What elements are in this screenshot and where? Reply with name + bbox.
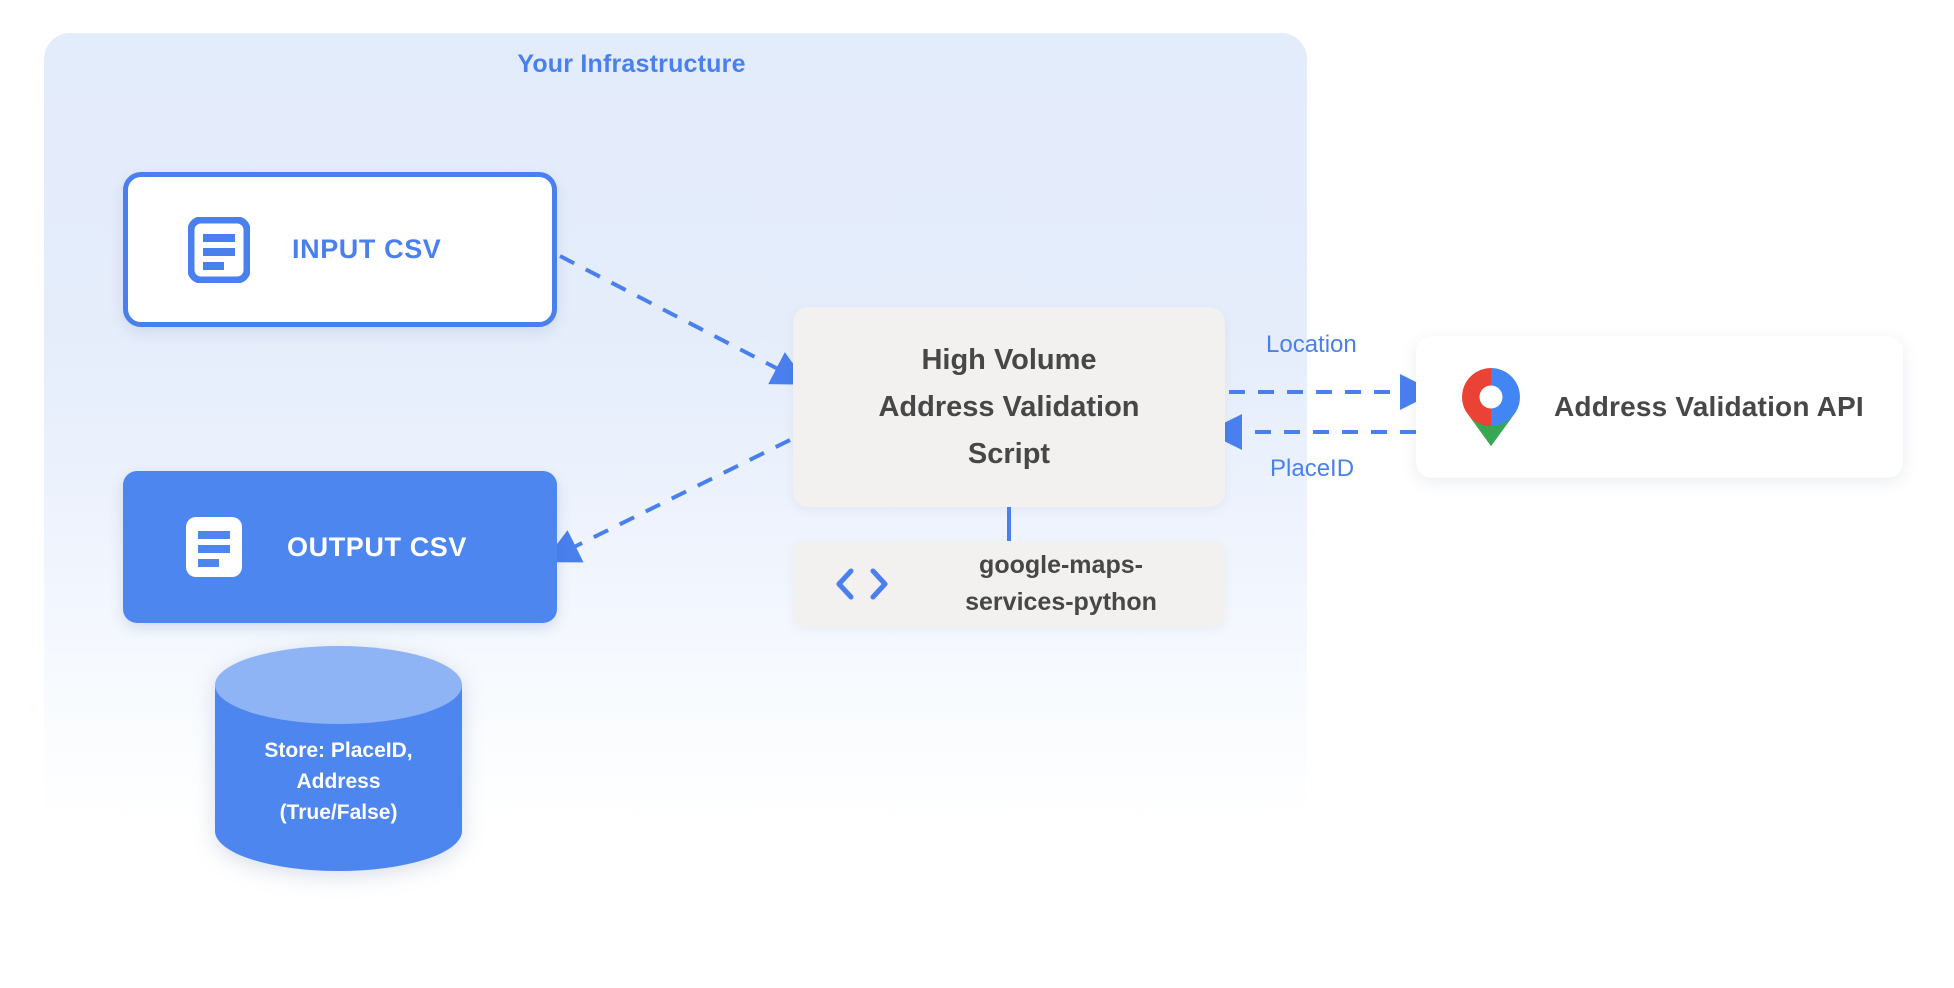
library-label: google-maps- services-python <box>925 547 1225 621</box>
library-line-2: services-python <box>965 588 1157 616</box>
edge-label-placeid: PlaceID <box>1270 455 1355 482</box>
panel-title: Your Infrastructure <box>517 50 746 78</box>
node-output-csv[interactable]: OUTPUT CSV <box>123 471 557 623</box>
node-address-validation-api[interactable]: Address Validation API <box>1416 336 1903 478</box>
node-output-csv-label: OUTPUT CSV <box>287 531 468 562</box>
edge-script-to-library <box>1007 507 1011 541</box>
script-line-3: Script <box>967 437 1051 470</box>
edge-label-location: Location <box>1266 331 1357 358</box>
script-line-1: High Volume <box>921 343 1097 376</box>
document-icon <box>188 216 250 283</box>
google-maps-pin-icon <box>1462 368 1520 446</box>
code-brackets-icon <box>836 568 888 600</box>
node-validation-script[interactable]: High Volume Address Validation Script <box>793 307 1225 507</box>
node-input-csv[interactable]: INPUT CSV <box>123 172 557 327</box>
database-cylinder-icon[interactable] <box>215 645 462 871</box>
document-icon <box>186 517 242 577</box>
node-input-csv-label: INPUT CSV <box>292 234 442 264</box>
library-line-1: google-maps- <box>979 551 1143 579</box>
script-line-2: Address Validation <box>878 390 1140 423</box>
node-client-library[interactable]: google-maps- services-python <box>793 541 1225 627</box>
node-api-label: Address Validation API <box>1554 391 1864 422</box>
